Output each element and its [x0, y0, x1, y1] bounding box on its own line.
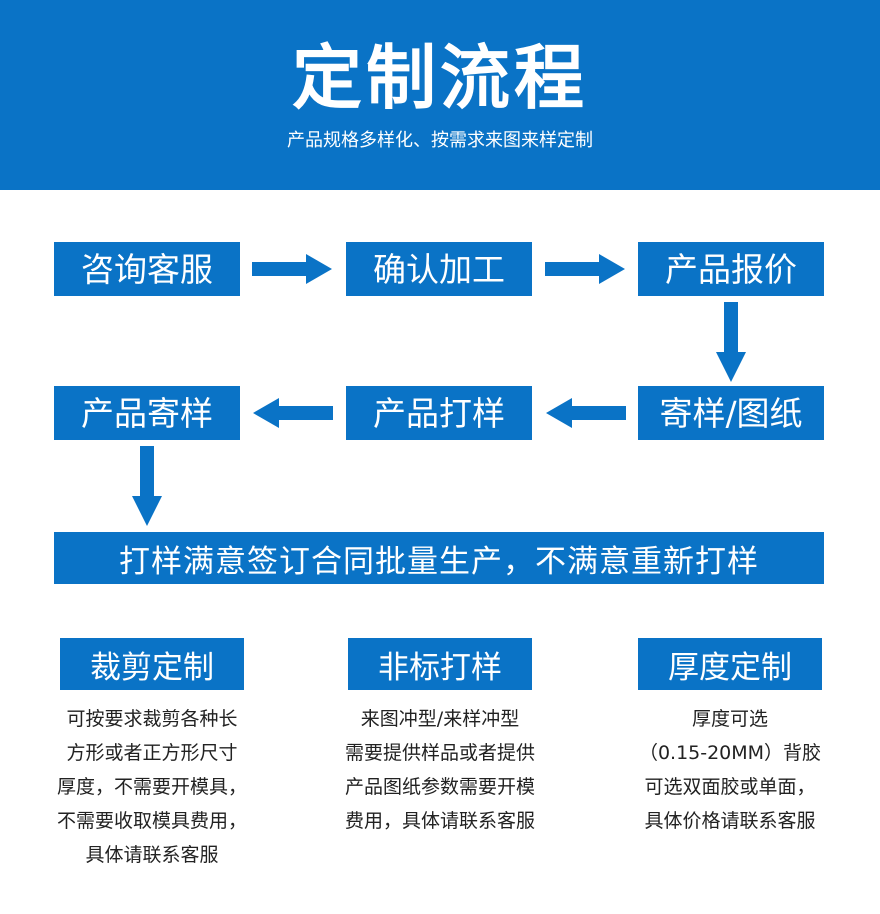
card-desc-line: 具体请联系客服 — [85, 844, 219, 866]
header-banner: 定制流程 产品规格多样化、按需求来图来样定制 — [0, 0, 880, 190]
result-banner: 打样满意签订合同批量生产，不满意重新打样 — [54, 532, 824, 584]
card-desc-line: 厚度，不需要开模具， — [56, 776, 247, 798]
card-desc-cutting: 可按要求裁剪各种长 方形或者正方形尺寸 厚度，不需要开模具， 不需要收取模具费用… — [22, 702, 282, 872]
card-desc-line: 可按要求裁剪各种长 — [66, 708, 238, 730]
arrow-left-icon — [546, 398, 626, 428]
card-desc-line: 厚度可选 — [691, 708, 768, 730]
step-sample-drawing: 寄样/图纸 — [638, 386, 824, 440]
card-desc-line: 可选双面胶或单面， — [644, 776, 816, 798]
card-title-cutting: 裁剪定制 — [60, 638, 244, 690]
arrow-right-icon — [252, 254, 332, 284]
step-consult-service: 咨询客服 — [54, 242, 240, 296]
step-confirm-processing: 确认加工 — [346, 242, 532, 296]
card-desc-thickness: 厚度可选 （0.15-20MM）背胶 可选双面胶或单面， 具体价格请联系客服 — [600, 702, 860, 838]
card-desc-nonstandard: 来图冲型/来样冲型 需要提供样品或者提供 产品图纸参数需要开模 费用，具体请联系… — [310, 702, 570, 838]
card-desc-line: （0.15-20MM）背胶 — [638, 742, 822, 764]
page-title: 定制流程 — [292, 37, 588, 119]
arrow-left-icon — [253, 398, 333, 428]
card-desc-line: 费用，具体请联系客服 — [344, 810, 535, 832]
card-desc-line: 来图冲型/来样冲型 — [360, 708, 520, 730]
step-product-sample-sending: 产品寄样 — [54, 386, 240, 440]
arrow-down-icon — [132, 446, 162, 526]
card-desc-line: 不需要收取模具费用， — [56, 810, 247, 832]
card-desc-line: 产品图纸参数需要开模 — [344, 776, 535, 798]
card-desc-line: 具体价格请联系客服 — [644, 810, 816, 832]
arrow-right-icon — [545, 254, 625, 284]
step-product-prototyping: 产品打样 — [346, 386, 532, 440]
step-product-quote: 产品报价 — [638, 242, 824, 296]
card-title-nonstandard: 非标打样 — [348, 638, 532, 690]
card-desc-line: 方形或者正方形尺寸 — [66, 742, 238, 764]
page-subtitle: 产品规格多样化、按需求来图来样定制 — [287, 130, 593, 151]
arrow-down-icon — [716, 302, 746, 382]
card-title-thickness: 厚度定制 — [638, 638, 822, 690]
card-desc-line: 需要提供样品或者提供 — [344, 742, 535, 764]
